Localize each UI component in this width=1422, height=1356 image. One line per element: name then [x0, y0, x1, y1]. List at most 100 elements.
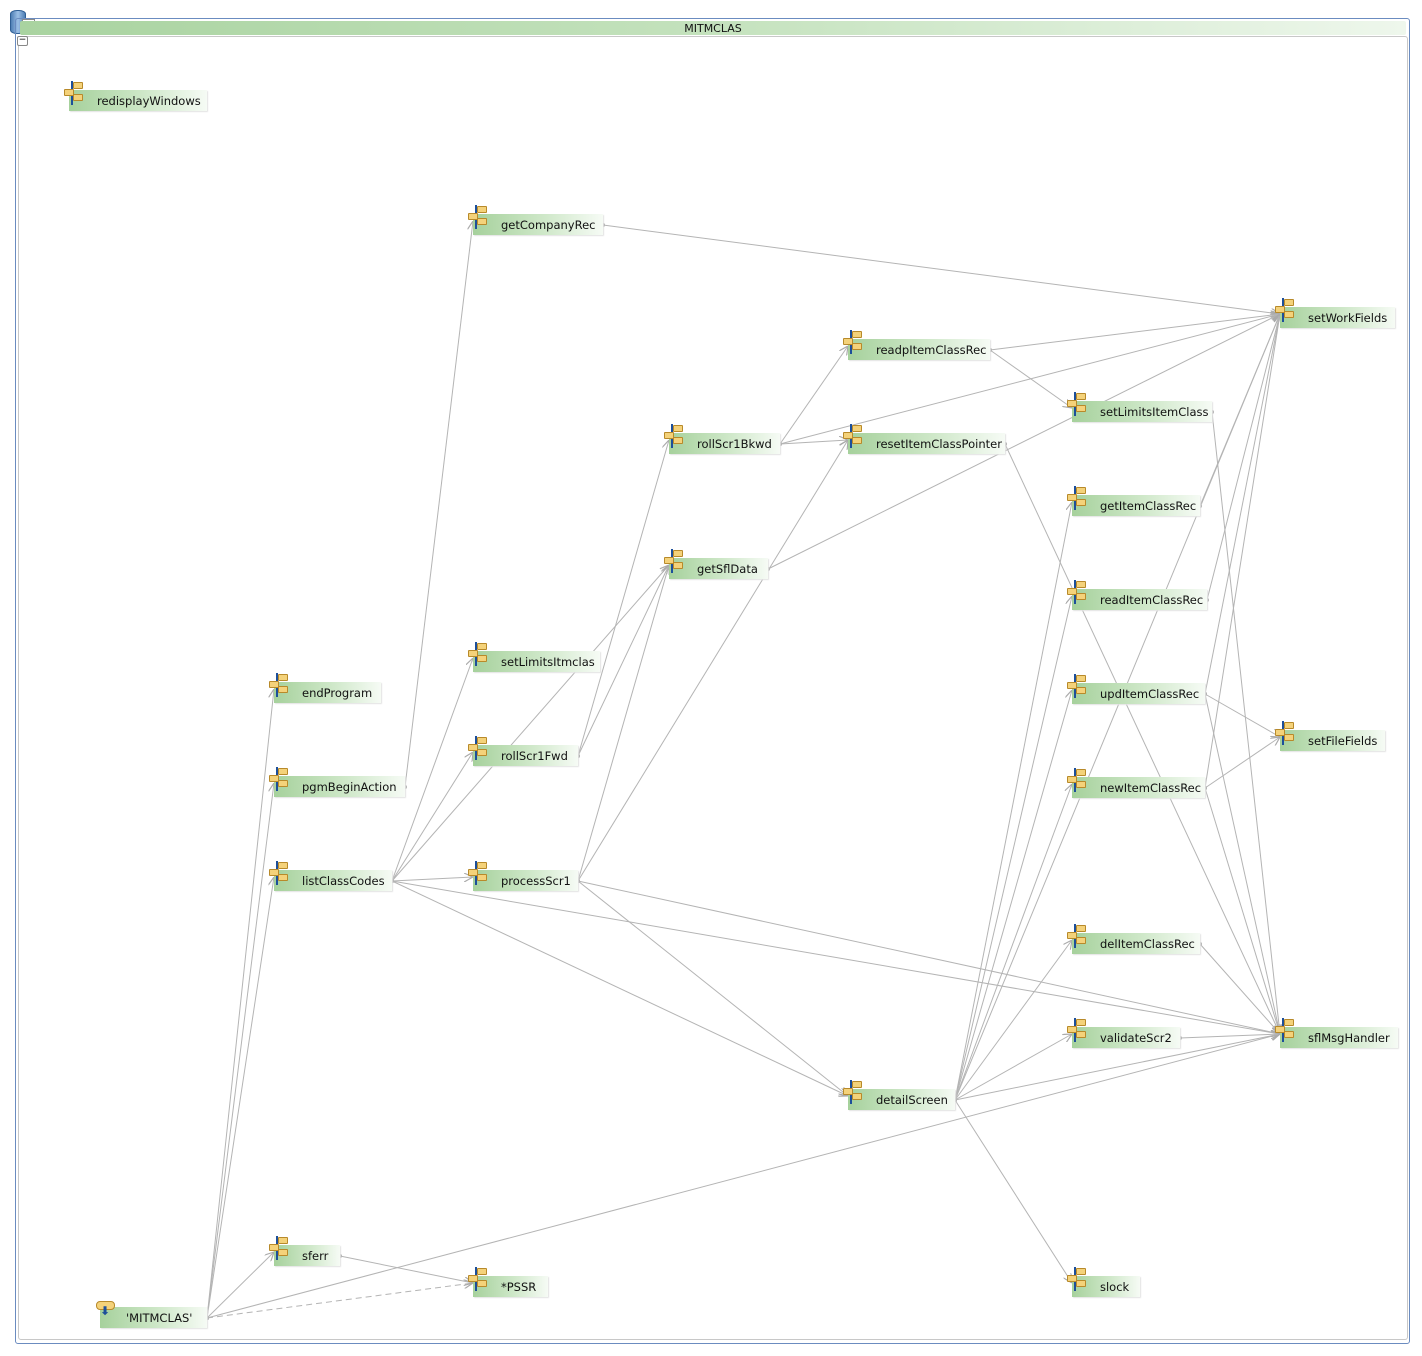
entry-point-icon: ⬇ [96, 1301, 116, 1321]
call-edge-listClassCodes-getSflData[interactable] [391, 565, 669, 882]
call-edge-newItemClassRec-setWorkFields[interactable] [1204, 314, 1280, 789]
call-edge-newItemClassRec-setFileFields[interactable] [1204, 737, 1280, 789]
call-edge-detailScreen-updItemClassRec[interactable] [954, 690, 1072, 1101]
procedure-icon [664, 424, 690, 450]
call-edge-MITMCLAS-endProgram[interactable] [206, 689, 274, 1319]
node-MITMCLAS[interactable]: 'MITMCLAS' [100, 1307, 207, 1328]
node-setFileFields[interactable]: setFileFields [1280, 730, 1385, 751]
call-edge-detailScreen-sflMsgHandler[interactable] [954, 1034, 1280, 1101]
call-edge-delItemClassRec-sflMsgHandler[interactable] [1199, 943, 1280, 1034]
node-label: rollScr1Fwd [501, 749, 568, 763]
call-edge-updItemClassRec-setWorkFields[interactable] [1204, 314, 1280, 695]
procedure-icon [269, 1236, 295, 1262]
node-newItemClassRec[interactable]: newItemClassRec [1072, 777, 1205, 798]
call-edge-listClassCodes-rollScr1Fwd[interactable] [391, 752, 473, 882]
call-edge-rollScr1Bkwd-setWorkFields[interactable] [779, 314, 1280, 445]
node-label: getSflData [697, 562, 758, 576]
collapse-button[interactable]: − [17, 35, 28, 46]
call-edge-updItemClassRec-setFileFields[interactable] [1204, 693, 1280, 737]
call-edge-setLimitsItemClass-sflMsgHandler[interactable] [1211, 411, 1280, 1034]
call-edge-readpItemClassRec-setWorkFields[interactable] [989, 314, 1280, 351]
call-edge-MITMCLAS-sferr[interactable] [206, 1252, 274, 1319]
call-edge-readpItemClassRec-setLimitsItemClass[interactable] [989, 349, 1072, 408]
node-label: setLimitsItmclas [501, 655, 595, 669]
call-edge-detailScreen-slock[interactable] [954, 1099, 1072, 1283]
call-edge-getSflData-setWorkFields[interactable] [767, 314, 1280, 570]
node-getSflData[interactable]: getSflData [669, 558, 768, 579]
call-edge-detailScreen-newItemClassRec[interactable] [954, 784, 1072, 1101]
procedure-icon [1275, 721, 1301, 747]
node-readpItemClassRec[interactable]: readpItemClassRec [848, 339, 990, 360]
call-edge-processScr1-resetItemClassPointer[interactable] [577, 440, 848, 882]
procedure-icon [1067, 486, 1093, 512]
node-rollScr1Bkwd[interactable]: rollScr1Bkwd [669, 433, 780, 454]
call-edge-MITMCLAS-PSSR[interactable] [206, 1283, 473, 1319]
call-edge-detailScreen-validateScr2[interactable] [954, 1034, 1072, 1101]
call-edge-detailScreen-delItemClassRec[interactable] [954, 940, 1072, 1101]
node-sflMsgHandler[interactable]: sflMsgHandler [1280, 1027, 1398, 1048]
call-edge-MITMCLAS-pgmBeginAction[interactable] [206, 783, 274, 1319]
node-PSSR[interactable]: *PSSR [473, 1276, 548, 1297]
call-edge-detailScreen-getItemClassRec[interactable] [954, 502, 1072, 1101]
node-pgmBeginAction[interactable]: pgmBeginAction [274, 776, 405, 797]
call-edge-rollScr1Fwd-rollScr1Bkwd[interactable] [577, 440, 669, 757]
procedure-icon [1067, 924, 1093, 950]
node-slock[interactable]: slock [1072, 1276, 1140, 1297]
node-detailScreen[interactable]: detailScreen [848, 1089, 955, 1110]
call-edge-updItemClassRec-sflMsgHandler[interactable] [1204, 693, 1280, 1034]
call-edge-rollScr1Bkwd-readpItemClassRec[interactable] [779, 346, 848, 445]
node-setWorkFields[interactable]: setWorkFields [1280, 307, 1395, 328]
procedure-icon [843, 330, 869, 356]
node-rollScr1Fwd[interactable]: rollScr1Fwd [473, 745, 578, 766]
node-validateScr2[interactable]: validateScr2 [1072, 1027, 1180, 1048]
procedure-icon [269, 861, 295, 887]
call-edge-listClassCodes-setLimitsItmclas[interactable] [391, 658, 473, 882]
call-edge-processScr1-sflMsgHandler[interactable] [577, 880, 1280, 1034]
call-edge-MITMCLAS-sflMsgHandler[interactable] [206, 1034, 1280, 1319]
call-edge-getCompanyRec-setWorkFields[interactable] [602, 224, 1280, 314]
call-edge-MITMCLAS-listClassCodes[interactable] [206, 877, 274, 1319]
node-readItemClassRec[interactable]: readItemClassRec [1072, 589, 1207, 610]
call-edge-processScr1-detailScreen[interactable] [577, 880, 848, 1096]
call-edge-detailScreen-setWorkFields[interactable] [954, 314, 1280, 1101]
call-edge-detailScreen-readItemClassRec[interactable] [954, 596, 1072, 1101]
program-container [15, 18, 1410, 1344]
node-label: resetItemClassPointer [876, 437, 1002, 451]
call-edge-sferr-PSSR[interactable] [339, 1255, 473, 1283]
node-redisplayWindows[interactable]: redisplayWindows [69, 90, 207, 111]
call-edge-rollScr1Fwd-getSflData[interactable] [577, 565, 669, 757]
call-edge-rollScr1Bkwd-resetItemClassPointer[interactable] [779, 440, 848, 444]
procedure-icon [843, 1080, 869, 1106]
call-edge-newItemClassRec-sflMsgHandler[interactable] [1204, 787, 1280, 1034]
node-label: slock [1100, 1280, 1130, 1294]
call-edge-listClassCodes-sflMsgHandler[interactable] [391, 880, 1280, 1034]
node-label: redisplayWindows [97, 94, 201, 108]
node-setLimitsItemClass[interactable]: setLimitsItemClass [1072, 401, 1212, 422]
node-getItemClassRec[interactable]: getItemClassRec [1072, 495, 1200, 516]
call-edge-pgmBeginAction-getCompanyRec[interactable] [404, 221, 473, 788]
node-updItemClassRec[interactable]: updItemClassRec [1072, 683, 1205, 704]
node-endProgram[interactable]: endProgram [274, 682, 381, 703]
node-listClassCodes[interactable]: listClassCodes [274, 870, 392, 891]
node-label: listClassCodes [302, 874, 385, 888]
call-edge-listClassCodes-detailScreen[interactable] [391, 880, 848, 1096]
call-edge-processScr1-getSflData[interactable] [577, 565, 669, 882]
procedure-icon [468, 736, 494, 762]
call-edge-readItemClassRec-setWorkFields[interactable] [1206, 314, 1280, 601]
node-label: readItemClassRec [1100, 593, 1204, 607]
call-edge-validateScr2-sflMsgHandler[interactable] [1179, 1034, 1280, 1038]
node-resetItemClassPointer[interactable]: resetItemClassPointer [848, 433, 1005, 454]
node-delItemClassRec[interactable]: delItemClassRec [1072, 933, 1200, 954]
node-setLimitsItmclas[interactable]: setLimitsItmclas [473, 651, 600, 672]
node-getCompanyRec[interactable]: getCompanyRec [473, 214, 603, 235]
procedure-icon [1067, 674, 1093, 700]
node-processScr1[interactable]: processScr1 [473, 870, 578, 891]
node-sferr[interactable]: sferr [274, 1245, 340, 1266]
node-label: *PSSR [501, 1280, 537, 1294]
procedure-icon [468, 861, 494, 887]
procedure-icon [843, 424, 869, 450]
call-edge-listClassCodes-processScr1[interactable] [391, 877, 473, 881]
node-label: setLimitsItemClass [1100, 405, 1209, 419]
call-edge-resetItemClassPointer-sflMsgHandler[interactable] [1004, 443, 1280, 1034]
